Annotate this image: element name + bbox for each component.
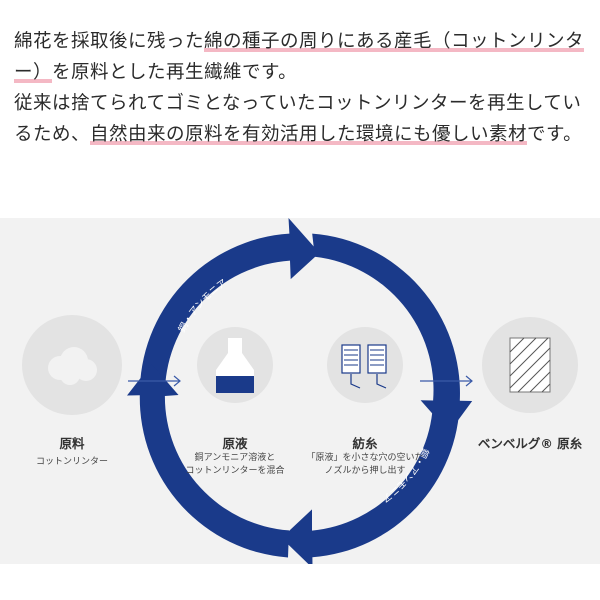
yarn-bobbin-icon [509,337,551,393]
intro-highlight-2: 自然由来の原料を有効活用した環境にも優しい素材 [90,124,528,145]
node-yarn-title: ベンベルグ® 原糸 [477,436,583,451]
intro-text-2: を原料とした再生繊維です。 [52,62,298,83]
intro-text-1: 綿花を採取後に残った [14,31,205,52]
cotton-icon [48,347,97,385]
node-spinning-title: 紡糸 [352,436,378,451]
node-solution-title: 原液 [222,436,248,451]
arc-bottom-left [127,364,289,558]
arc-bottom-right [281,400,460,564]
arrow-spinning-to-yarn [420,375,473,387]
intro-paragraph: 綿花を採取後に残った綿の種子の周りにある産毛（コットンリンター）を原料とした再生… [14,26,590,150]
spinning-nozzle-icon [341,344,387,389]
node-spinning-desc: 「原液」を小さな穴の空いた ノズルから押し出す [306,453,424,476]
process-diagram: 銅・アンモニア 銅・アンモニア [22,218,578,564]
node-raw-material-title: 原料 [59,436,85,451]
arrow-raw-to-solution [128,375,181,387]
arc-top-left [139,218,320,396]
node-raw-material-desc: コットンリンター [35,457,108,467]
intro-section: 綿花を採取後に残った綿の種子の周りにある産毛（コットンリンター）を原料とした再生… [0,0,600,215]
intro-text-3: です。 [527,124,583,145]
node-solution-desc: 銅アンモニア溶液と コットンリンターを混合 [185,453,285,476]
footer-space [0,564,600,600]
bottle-icon [216,338,254,393]
node-spinning-circle [327,327,403,403]
intro-text-line2: 従来は捨てられてゴミとなっていたコットンリンターを再生しているため、 [14,93,582,145]
